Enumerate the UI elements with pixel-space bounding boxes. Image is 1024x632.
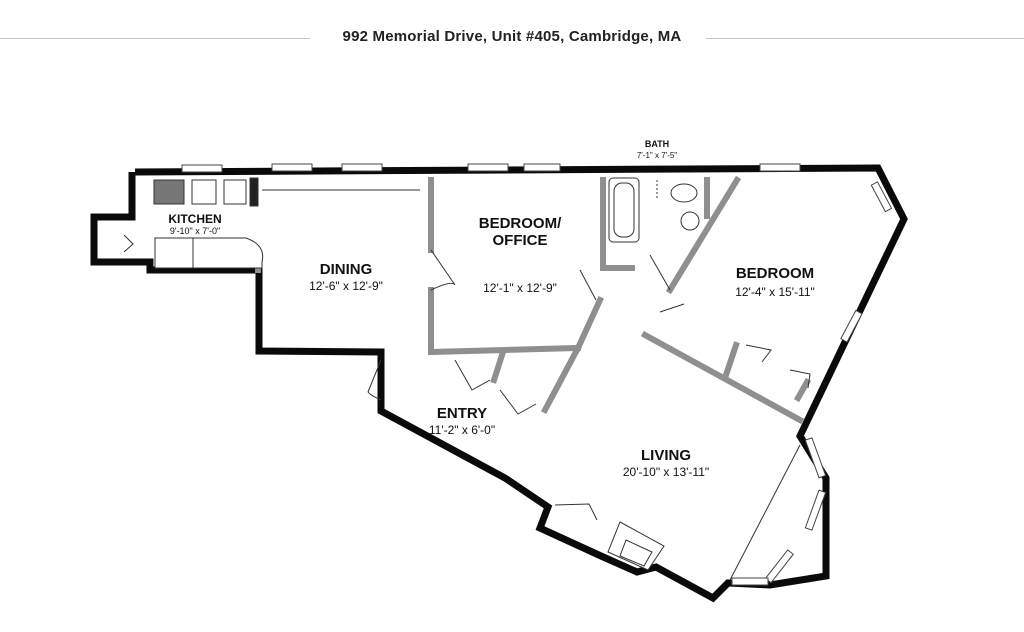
room-labels: KITCHEN 9'-10" x 7'-0" DINING 12'-6" x 1… xyxy=(168,139,814,479)
living-dims: 20'-10" x 13'-11" xyxy=(623,465,709,479)
bedroom-dims: 12'-4" x 15'-11" xyxy=(735,285,815,299)
title-bar: 992 Memorial Drive, Unit #405, Cambridge… xyxy=(0,22,1024,56)
bedroom-office-name-line2: OFFICE xyxy=(493,232,548,249)
kitchen-name: KITCHEN xyxy=(168,212,221,226)
bedroom-office-dims: 12'-1" x 12'-9" xyxy=(483,281,557,295)
bath-name: BATH xyxy=(645,139,669,149)
kitchen-dims: 9'-10" x 7'-0" xyxy=(170,226,220,236)
dining-name: DINING xyxy=(320,261,373,278)
bath-fixtures xyxy=(608,177,700,243)
title-rule-right xyxy=(706,38,1024,39)
bathroom-sink-icon xyxy=(680,211,700,231)
page-title: 992 Memorial Drive, Unit #405, Cambridge… xyxy=(342,28,682,45)
entry-name: ENTRY xyxy=(437,405,487,422)
range-icon xyxy=(153,179,185,205)
bedroom-office-name-line1: BEDROOM/ xyxy=(479,215,562,232)
fireplace-icon xyxy=(607,521,665,571)
toilet-icon xyxy=(670,183,698,203)
bath-dims: 7'-1" x 7'-5" xyxy=(637,151,677,160)
entry-dims: 11'-2" x 6'-0" xyxy=(429,423,495,437)
kitchen-fixtures xyxy=(153,177,264,269)
counter-icon xyxy=(192,237,264,269)
sink-icon xyxy=(223,179,247,205)
interior-walls xyxy=(255,175,812,425)
dining-dims: 12'-6" x 12'-9" xyxy=(309,279,383,293)
living-name: LIVING xyxy=(641,447,691,464)
windows xyxy=(181,163,893,586)
door-swings xyxy=(123,189,811,581)
title-rule-left xyxy=(0,38,310,39)
bedroom-name: BEDROOM xyxy=(736,265,814,282)
exterior-walls xyxy=(90,164,908,603)
